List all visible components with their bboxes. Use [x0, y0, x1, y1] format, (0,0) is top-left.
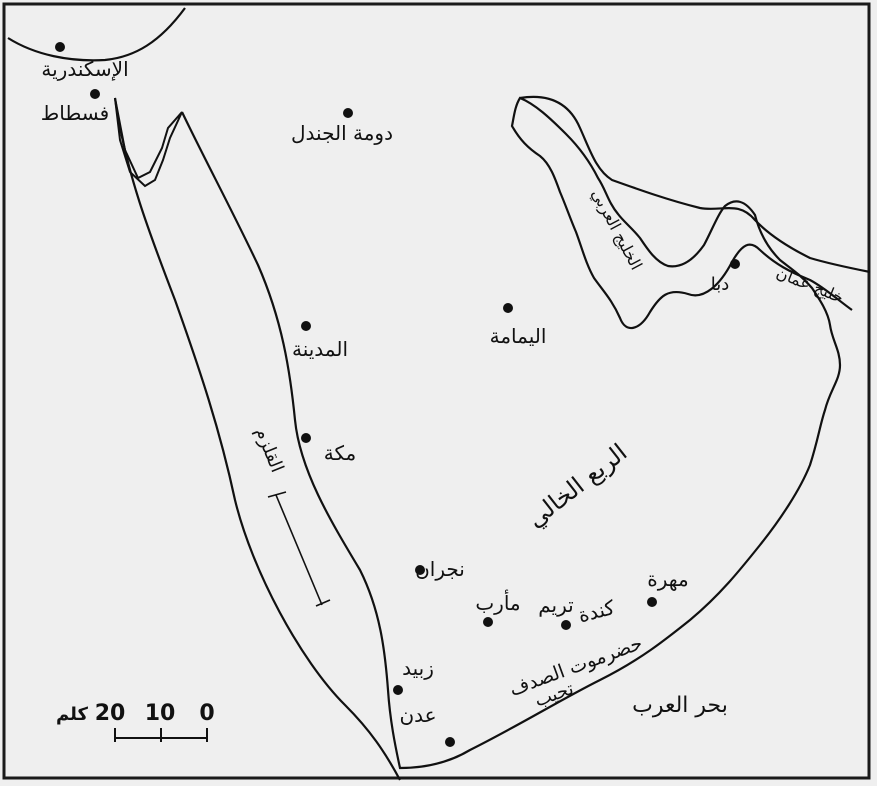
label-najran: نجران [415, 557, 465, 581]
label-marib: مأرب [475, 589, 520, 615]
scale-tick-20: 20 [95, 701, 126, 726]
label-arabian-gulf: الخليج العربي [587, 186, 646, 274]
label-alexandria: الإسكندرية [41, 57, 128, 81]
label-mecca: مكة [324, 441, 356, 465]
label-kinda: كندة [576, 595, 618, 627]
place-dot-mahra [647, 597, 657, 607]
label-red-sea: القلزم [251, 424, 288, 475]
label-empty-quarter: الربع الخالي [522, 438, 633, 533]
place-dot-kinda [561, 620, 571, 630]
place-dot-fustat [90, 89, 100, 99]
place-dot-najran [415, 565, 425, 575]
label-medina: المدينة [292, 337, 348, 361]
scale-tick-10: 10 [145, 701, 176, 726]
label-mahra: مهرة [647, 567, 688, 591]
place-dot-aden [445, 737, 455, 747]
label-tarim: تريم [538, 593, 573, 617]
scale-bar: 0 10 20 كلم [56, 701, 215, 742]
label-dumat-al-jandal: دومة الجندل [291, 121, 393, 145]
place-dot-zabid [393, 685, 403, 695]
red-sea-axis-tick-bottom [315, 599, 331, 607]
place-dot-medina [301, 321, 311, 331]
scale-unit: كلم [56, 704, 88, 725]
label-yamama: اليمامة [490, 324, 547, 348]
mediterranean-coast [7, 7, 186, 62]
label-arabian-sea: بحر العرب [632, 693, 728, 718]
place-dot-dibba [730, 259, 740, 269]
place-dot-alexandria [55, 42, 65, 52]
red-sea-african-coast [113, 97, 401, 781]
red-sea-axis [275, 494, 323, 606]
place-dot-marib [483, 617, 493, 627]
label-fustat: فسطاط [41, 101, 109, 125]
persian-coast [519, 95, 871, 274]
scale-tick-0: 0 [199, 701, 214, 726]
scale-bar-line [114, 728, 208, 742]
place-dot-mecca [301, 433, 311, 443]
label-zabid: زبيد [402, 656, 434, 680]
place-dot-dumat-al-jandal [343, 108, 353, 118]
gulf-of-suez [114, 97, 183, 188]
place-dot-yamama [503, 303, 513, 313]
red-sea-axis-tick-top [267, 491, 287, 498]
label-aden: عدن [399, 703, 436, 727]
label-dibba: دبا [711, 274, 730, 295]
label-gulf-of-oman: خليج عمان [774, 263, 847, 307]
arabian-coast [181, 96, 853, 770]
